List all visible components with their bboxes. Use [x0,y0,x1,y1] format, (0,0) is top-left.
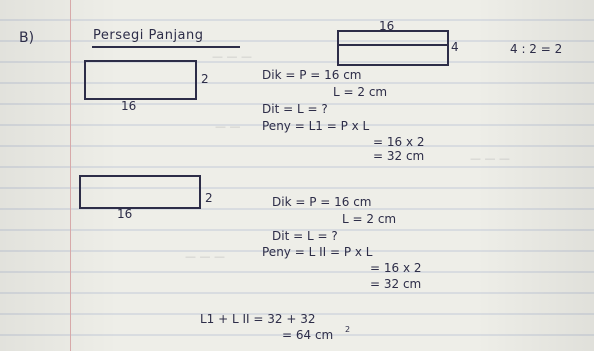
section-label: B) [19,30,35,46]
rectangle-2 [79,175,201,209]
show-through-text: — — — [470,152,510,165]
total-line: L1 + L II = 32 + 32 [200,312,316,326]
page-title: Persegi Panjang [93,28,204,43]
p2-line-result: = 32 cm [370,277,422,291]
p1-line-step: = 16 x 2 [373,135,425,149]
p2-line-given-p: Dik = P = 16 cm [272,195,372,209]
top-rect-inner-line [339,44,447,46]
p1-line-given-p: Dik = P = 16 cm [262,68,362,82]
p1-line-solution: Peny = L1 = P x L [262,119,370,133]
p1-line-asked: Dit = L = ? [262,102,328,116]
p2-line-given-l: L = 2 cm [342,212,397,226]
title-underline [92,46,240,48]
rect2-width-label: 16 [117,207,133,221]
rectangle-1 [84,60,197,100]
rect2-height-label: 2 [205,191,213,205]
total-result-exponent: 2 [345,325,351,334]
show-through-text: — — — [185,250,225,263]
margin-line [70,0,71,351]
rect1-height-label: 2 [201,72,209,86]
show-through-text: — — [215,120,241,133]
p2-line-asked: Dit = L = ? [272,229,338,243]
top-rectangle [337,30,449,66]
p1-line-result: = 32 cm [373,149,425,163]
p2-line-solution: Peny = L II = P x L [262,245,373,259]
ratio-text: 4 : 2 = 2 [510,42,563,56]
show-through-text: — — — [212,50,252,63]
total-result: = 64 cm [282,328,334,342]
p2-line-step: = 16 x 2 [370,261,422,275]
rect1-width-label: 16 [121,99,137,113]
p1-line-given-l: L = 2 cm [333,85,388,99]
top-rect-width-label: 16 [379,19,395,33]
top-rect-height-label: 4 [451,40,459,54]
